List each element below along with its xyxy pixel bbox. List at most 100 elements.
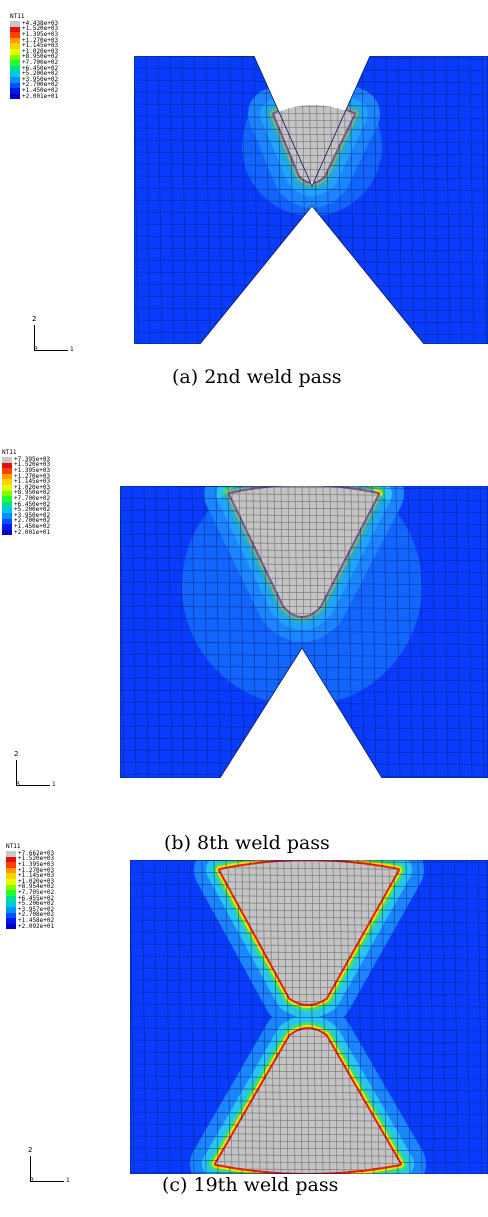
legend-entry: +1.020e+03: [6, 877, 55, 885]
legend-swatch: [6, 884, 16, 891]
legend-title: NT11: [10, 13, 25, 20]
legend-value: +8.950e+02: [22, 53, 59, 61]
legend-swatch: [10, 21, 20, 27]
legend-swatch: [10, 48, 20, 55]
legend-value: +1.458e+02: [18, 916, 55, 924]
legend-c: NT11 +7.662e+03+1.520e+03+1.395e+03+1.27…: [6, 844, 55, 930]
legend-value: +6.455e+02: [18, 894, 55, 902]
contour-plot-c: [130, 860, 488, 1174]
legend-swatch: [6, 906, 16, 913]
legend-value: +1.145e+03: [18, 872, 55, 880]
legend-value: +1.270e+03: [18, 866, 55, 874]
legend-rows: +7.662e+03+1.520e+03+1.395e+03+1.270e+03…: [6, 849, 55, 930]
legend-swatch: [2, 468, 12, 474]
legend-entry: +4.438e+03: [10, 19, 59, 27]
legend-entry: +3.950e+02: [10, 75, 59, 83]
caption-c: (c) 19th weld pass: [162, 1174, 339, 1196]
legend-entry: +2.700e+02: [2, 518, 50, 525]
legend-entry: +1.145e+03: [10, 43, 58, 49]
legend-swatch: [2, 479, 12, 485]
axis-triad-a: 2 3 1: [30, 315, 80, 355]
axis-triad-b: 2 3 1: [12, 750, 62, 790]
legend-value: +2.708e+02: [18, 911, 55, 919]
legend-value: +2.001e+01: [22, 92, 59, 100]
legend-value: +2.700e+02: [22, 81, 59, 89]
legend-value: +1.020e+03: [14, 483, 51, 491]
legend-swatch: [6, 923, 16, 930]
axis-label-1: 1: [70, 346, 74, 353]
legend-entry: +1.395e+03: [2, 467, 50, 474]
legend-value: +7.662e+03: [18, 849, 55, 857]
legend-swatch: [6, 918, 16, 924]
legend-swatch: [2, 473, 12, 480]
legend-swatch: [6, 873, 16, 879]
legend-entry: +1.020e+03: [10, 48, 58, 55]
legend-value: +8.950e+02: [14, 489, 51, 497]
legend-swatch: [2, 484, 12, 491]
axis-label-2: 2: [28, 1146, 33, 1154]
legend-value: +1.450e+02: [14, 522, 51, 530]
legend-entry: +2.092e+01: [6, 922, 55, 930]
legend-swatch: [6, 895, 16, 902]
axis-label-2: 2: [14, 750, 19, 758]
legend-swatch: [6, 890, 16, 896]
axis-triad-c: 2 3 1: [26, 1146, 76, 1186]
legend-value: +1.450e+02: [22, 86, 59, 94]
legend-entry: +7.662e+03: [6, 849, 55, 857]
weld-metal: [274, 105, 354, 182]
legend-value: +2.001e+01: [14, 528, 51, 536]
legend-value: +3.950e+02: [22, 75, 59, 83]
mesh-grid: [274, 105, 354, 182]
legend-value: +1.520e+03: [22, 25, 59, 33]
legend-swatch: [2, 501, 12, 508]
legend-entry: +5.200e+02: [2, 507, 50, 513]
legend-value: +1.145e+03: [14, 478, 51, 486]
weld-metal: [230, 486, 378, 616]
legend-value: +2.092e+01: [18, 922, 55, 930]
legend-swatch: [2, 518, 12, 525]
legend-entry: +6.455e+02: [6, 894, 55, 902]
legend-value: +5.206e+02: [18, 900, 55, 908]
legend-swatch: [10, 32, 20, 38]
legend-entry: +1.520e+03: [2, 462, 50, 469]
legend-swatch: [10, 37, 20, 44]
legend-entry: +2.001e+01: [10, 92, 59, 100]
legend-value: +7.700e+02: [14, 494, 51, 502]
mesh-grid: [230, 486, 378, 616]
panel-a: NT11 +4.438e+03+1.520e+03+1.395e+03+1.27…: [0, 0, 488, 400]
legend-value: +5.200e+02: [22, 70, 59, 78]
legend-entry: +7.395e+03: [2, 456, 50, 463]
axis-label-2: 2: [32, 315, 37, 323]
legend-swatch: [2, 457, 12, 463]
caption-a: (a) 2nd weld pass: [172, 366, 342, 388]
axis-label-1: 1: [66, 1177, 70, 1184]
legend-swatch: [10, 65, 20, 72]
legend-value: +4.438e+03: [22, 19, 59, 27]
legend-entry: +7.700e+02: [2, 494, 51, 502]
legend-swatch: [6, 878, 16, 885]
legend-value: +1.270e+03: [22, 36, 59, 44]
legend-value: +5.200e+02: [14, 506, 51, 514]
legend-entry: +8.950e+02: [2, 489, 51, 497]
legend-entry: +1.145e+03: [6, 873, 54, 879]
contour-plot-b: [120, 486, 488, 778]
legend-value: +1.395e+03: [18, 860, 55, 868]
legend-swatch: [10, 93, 20, 100]
legend-entry: +1.020e+03: [2, 483, 51, 491]
legend-entry: +7.700e+02: [10, 58, 59, 66]
legend-entry: +8.950e+02: [10, 53, 59, 61]
legend-value: +6.450e+02: [22, 64, 59, 72]
legend-entry: +1.450e+02: [2, 522, 51, 530]
legend-swatch: [2, 524, 12, 530]
axis-label-1: 1: [52, 781, 56, 788]
legend-value: +7.700e+02: [22, 58, 59, 66]
legend-rows: +4.438e+03+1.520e+03+1.395e+03+1.270e+03…: [10, 19, 59, 100]
panel-b: NT11 +7.395e+03+1.520e+03+1.395e+03+1.27…: [0, 400, 488, 854]
legend-entry: +1.145e+03: [2, 479, 50, 485]
legend-title: NT11: [2, 449, 17, 456]
legend-swatch: [6, 851, 16, 857]
legend-a: NT11 +4.438e+03+1.520e+03+1.395e+03+1.27…: [10, 13, 59, 100]
legend-swatch: [10, 88, 20, 94]
legend-value: +1.020e+03: [18, 877, 55, 885]
legend-swatch: [6, 856, 16, 863]
